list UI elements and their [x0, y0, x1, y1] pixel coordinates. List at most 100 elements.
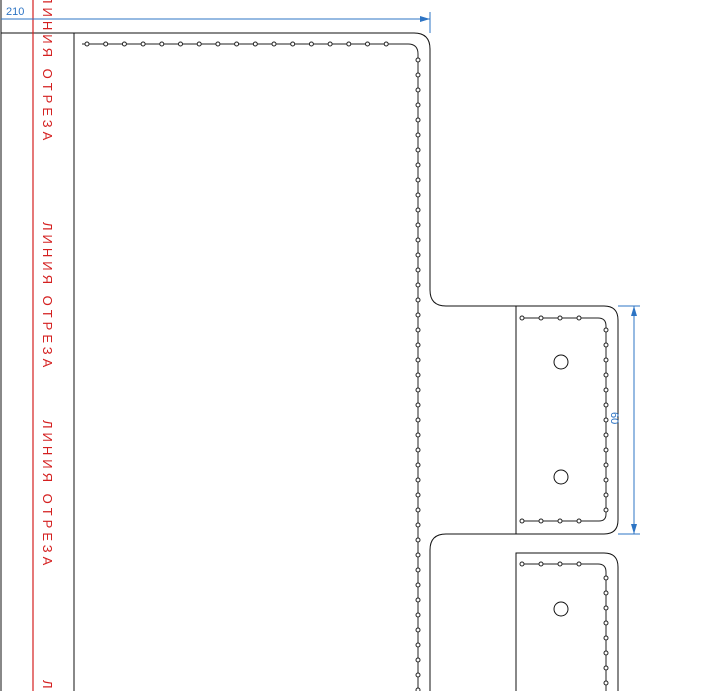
- stitch-dot: [415, 477, 421, 483]
- dimension-tab-label: 60: [608, 412, 620, 425]
- stitch-dot: [603, 462, 609, 468]
- stitch-dot: [576, 518, 582, 524]
- stitch-dot: [415, 72, 421, 78]
- tab-1-hole-top: [553, 354, 569, 370]
- stitch-dot: [603, 357, 609, 363]
- stitch-dot: [415, 357, 421, 363]
- stitch-dot: [415, 252, 421, 258]
- stitch-dot: [415, 102, 421, 108]
- stitch-dot: [415, 627, 421, 633]
- stitch-dot: [557, 315, 563, 321]
- cut-line-label-2: ЛИНИЯ ОТРЕЗА: [40, 222, 55, 372]
- stitch-dot: [140, 41, 146, 47]
- stitch-dot: [415, 642, 421, 648]
- stitch-dot: [415, 537, 421, 543]
- stitch-dot: [415, 432, 421, 438]
- dimension-tab-arrow-top: [631, 306, 637, 316]
- stitch-dot: [415, 567, 421, 573]
- stitch-dot: [415, 672, 421, 678]
- stitch-dot: [415, 282, 421, 288]
- stitch-dot: [415, 417, 421, 423]
- dimension-top-label: 210: [6, 6, 25, 18]
- stitch-dot: [415, 492, 421, 498]
- stitch-dot: [415, 522, 421, 528]
- stitch-dot: [415, 552, 421, 558]
- stitch-dot: [415, 222, 421, 228]
- stitch-dot: [84, 41, 90, 47]
- dimension-top-arrow: [420, 16, 430, 22]
- stitch-dot: [415, 297, 421, 303]
- cut-line-label-1: ЛИНИЯ ОТРЕЗА: [40, 0, 55, 145]
- stitch-dot: [603, 477, 609, 483]
- stitch-dot: [603, 432, 609, 438]
- stitch-dot: [103, 41, 109, 47]
- stitch-dot: [538, 315, 544, 321]
- tab-1-hole-bottom: [553, 469, 569, 485]
- stitch-dot: [603, 620, 609, 626]
- stitch-dot: [415, 327, 421, 333]
- stitch-dot: [415, 162, 421, 168]
- tab-2-stitch-line: [520, 563, 607, 691]
- stitch-dot: [603, 650, 609, 656]
- stitch-dot: [415, 267, 421, 273]
- stitch-dot: [603, 387, 609, 393]
- stitch-dot: [557, 518, 563, 524]
- stitch-dot: [603, 680, 609, 686]
- stitch-dot: [603, 372, 609, 378]
- stitch-dot: [576, 315, 582, 321]
- stitch-dot: [415, 237, 421, 243]
- tab-1-outline: [515, 305, 619, 535]
- stitch-dot: [365, 41, 370, 47]
- stitch-dot: [519, 561, 525, 567]
- stitch-dot: [196, 41, 202, 47]
- stitch-dot: [271, 41, 277, 47]
- stitch-dot: [603, 590, 609, 596]
- stitch-dot: [603, 507, 609, 513]
- stitch-dot: [415, 447, 421, 453]
- stitch-dot: [415, 192, 421, 198]
- cut-line-label-3: ЛИНИЯ ОТРЕЗА: [40, 420, 55, 570]
- stitch-dot: [415, 207, 421, 213]
- stitch-dot: [415, 462, 421, 468]
- stitch-dot: [603, 417, 609, 423]
- stitch-dot: [178, 41, 183, 47]
- stitch-dot: [603, 327, 609, 333]
- stitch-dots: [84, 41, 609, 691]
- stitch-dot: [415, 612, 421, 618]
- stitch-dot: [308, 41, 314, 47]
- stitch-dot: [603, 665, 609, 671]
- stitch-dot: [415, 177, 421, 183]
- stitch-dot: [603, 402, 609, 408]
- tab-1-stitch-line: [520, 317, 607, 522]
- stitch-dot: [415, 147, 421, 153]
- stitch-dot: [415, 312, 421, 318]
- stitch-dot: [415, 402, 421, 408]
- panel-outline: [74, 32, 516, 691]
- stitch-dot: [121, 41, 127, 47]
- panel-stitch-line: [82, 43, 419, 691]
- stitch-dot: [603, 342, 609, 348]
- stitch-dot: [519, 315, 525, 321]
- stitch-dot: [576, 561, 582, 567]
- stitch-dot: [603, 575, 609, 581]
- stitch-dot: [415, 117, 421, 123]
- stitch-dot: [415, 597, 421, 603]
- stitch-dot: [346, 41, 352, 47]
- stitch-dot: [327, 41, 333, 47]
- stitch-dot: [290, 41, 296, 47]
- stitch-dot: [415, 507, 421, 513]
- stitch-dot: [538, 518, 544, 524]
- stitch-dot: [415, 87, 421, 93]
- stitch-dot: [519, 518, 525, 524]
- stitch-dot: [415, 132, 421, 138]
- stitch-dot: [603, 605, 609, 611]
- tab-2-hole: [553, 601, 569, 617]
- stitch-dot: [538, 561, 544, 567]
- tab-2-outline: [515, 552, 619, 691]
- stitch-dot: [159, 41, 165, 47]
- stitch-dot: [252, 41, 258, 47]
- stitch-dot: [603, 635, 609, 641]
- stitch-dot: [603, 492, 609, 498]
- stitch-dot: [234, 41, 240, 47]
- stitch-dot: [415, 387, 421, 393]
